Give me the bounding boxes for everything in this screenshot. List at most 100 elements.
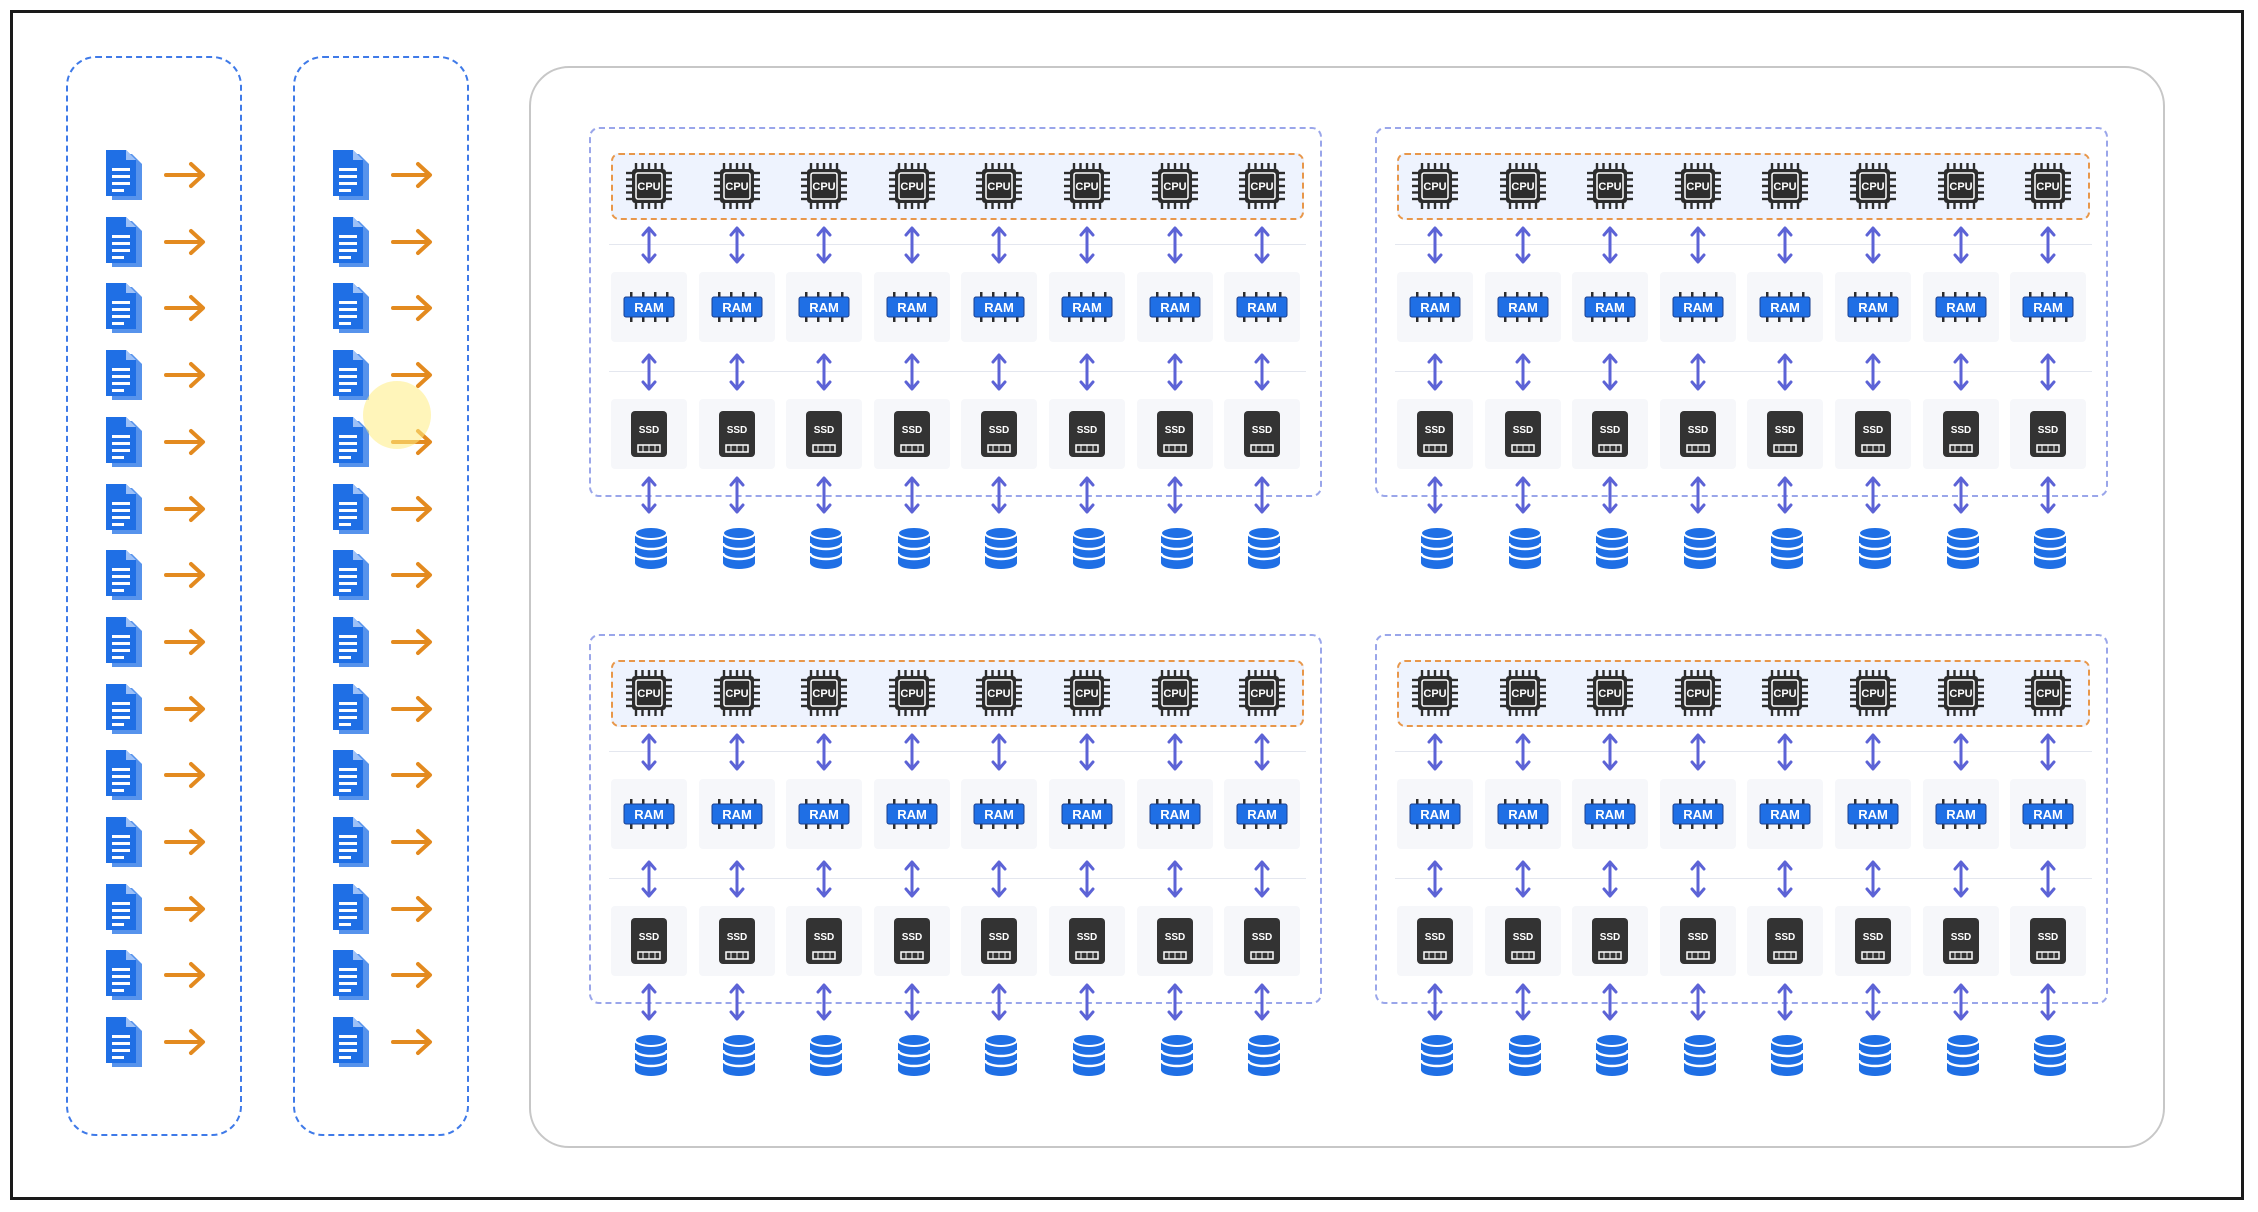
arrow-right-icon: [391, 962, 432, 989]
cpu-label: CPU: [813, 688, 836, 700]
document-icon: [106, 883, 142, 934]
cpu-label: CPU: [1423, 181, 1446, 193]
cpu-chip-icon: CPU: [1674, 163, 1721, 209]
database-icon: [808, 526, 844, 569]
bidirectional-arrow-icon: [991, 353, 1007, 391]
cpu-chip-icon: CPU: [1151, 670, 1198, 716]
ram-module-icon: RAM: [973, 292, 1025, 322]
cpu-chip-icon: CPU: [1850, 670, 1896, 716]
ram-module-icon: RAM: [798, 292, 850, 322]
document-icon: [106, 616, 142, 667]
bidirectional-arrow-icon: [904, 860, 920, 898]
ram-label: RAM: [634, 300, 664, 315]
bidirectional-arrow-icon: [816, 226, 832, 264]
ssd-label: SSD: [989, 425, 1010, 436]
bidirectional-arrow-icon: [1777, 476, 1793, 514]
ssd-drive-icon: SSD: [1156, 411, 1193, 457]
ram-label: RAM: [897, 807, 927, 822]
cpu-chip-icon: CPU: [1499, 670, 1546, 716]
bidirectional-arrow-icon: [1602, 353, 1618, 391]
document-icon: [333, 616, 369, 667]
ram-module-icon: RAM: [1149, 799, 1201, 829]
bidirectional-arrow-icon: [1427, 860, 1443, 898]
queue-item: [325, 215, 435, 271]
ram-label: RAM: [1771, 807, 1801, 822]
bidirectional-arrow-icon: [1427, 226, 1443, 264]
bidirectional-arrow-icon: [641, 476, 657, 514]
ssd-drive-icon: SSD: [1244, 918, 1281, 964]
document-icon: [333, 683, 369, 734]
queue-item: [98, 682, 208, 738]
bidirectional-arrow-icon: [2040, 983, 2056, 1021]
ssd-drive-icon: SSD: [893, 918, 930, 964]
cpu-label: CPU: [637, 688, 660, 700]
ram-label: RAM: [2033, 300, 2063, 315]
ssd-label: SSD: [1600, 932, 1621, 943]
cpu-label: CPU: [1861, 181, 1884, 193]
ram-module-icon: RAM: [886, 799, 938, 829]
bidirectional-arrow-icon: [1079, 983, 1095, 1021]
bidirectional-arrow-icon: [641, 860, 657, 898]
arrow-right-icon: [391, 562, 432, 589]
arrow-right-icon: [164, 295, 205, 322]
database-icon: [808, 1033, 844, 1076]
database-icon: [1682, 526, 1718, 569]
bidirectional-arrow-icon: [1953, 983, 1969, 1021]
database-icon: [1945, 1033, 1980, 1076]
bidirectional-arrow-icon: [1515, 353, 1531, 391]
bidirectional-arrow-icon: [2040, 353, 2056, 391]
ssd-label: SSD: [989, 932, 1010, 943]
ram-label: RAM: [1858, 300, 1888, 315]
cpu-label: CPU: [1949, 688, 1972, 700]
ssd-label: SSD: [1077, 932, 1098, 943]
ssd-drive-icon: SSD: [1767, 411, 1804, 457]
bidirectional-arrow-icon: [1602, 476, 1618, 514]
ssd-drive-icon: SSD: [1942, 918, 1979, 964]
ram-label: RAM: [1595, 807, 1625, 822]
cpu-label: CPU: [2037, 688, 2060, 700]
ssd-label: SSD: [639, 425, 660, 436]
bidirectional-arrow-icon: [1167, 353, 1183, 391]
bidirectional-arrow-icon: [904, 733, 920, 771]
cpu-chip-icon: CPU: [1064, 670, 1110, 716]
cpu-chip-icon: CPU: [1762, 163, 1809, 209]
cpu-chip-icon: CPU: [1587, 670, 1634, 716]
database-icon: [1419, 1033, 1455, 1076]
arrow-right-icon: [164, 628, 205, 655]
ssd-label: SSD: [902, 932, 923, 943]
cpu-label: CPU: [637, 181, 660, 193]
bidirectional-arrow-icon: [1690, 226, 1706, 264]
queue-item: [325, 281, 435, 337]
ssd-drive-icon: SSD: [1504, 411, 1541, 457]
ssd-drive-icon: SSD: [1504, 918, 1541, 964]
bidirectional-arrow-icon: [1953, 733, 1969, 771]
row-divider: [1395, 244, 2092, 245]
bidirectional-arrow-icon: [904, 476, 920, 514]
ssd-label: SSD: [1425, 932, 1446, 943]
cpu-label: CPU: [1423, 688, 1446, 700]
ram-label: RAM: [1160, 807, 1190, 822]
ram-label: RAM: [1508, 300, 1538, 315]
bidirectional-arrow-icon: [991, 983, 1007, 1021]
cpu-label: CPU: [1075, 181, 1098, 193]
ssd-label: SSD: [1512, 425, 1533, 436]
bidirectional-arrow-icon: [729, 226, 745, 264]
queue-item: [98, 815, 208, 871]
cpu-chip-icon: CPU: [1239, 670, 1286, 716]
database-icon: [721, 1033, 756, 1076]
document-icon: [106, 483, 142, 534]
queue-item: [98, 748, 208, 804]
database-icon: [1857, 526, 1893, 569]
bidirectional-arrow-icon: [1515, 476, 1531, 514]
bidirectional-arrow-icon: [904, 983, 920, 1021]
document-icon: [333, 483, 369, 534]
bidirectional-arrow-icon: [1602, 733, 1618, 771]
bidirectional-arrow-icon: [1602, 226, 1618, 264]
database-icon: [1159, 526, 1194, 569]
ram-label: RAM: [634, 807, 664, 822]
document-icon: [333, 817, 369, 867]
ram-module-icon: RAM: [886, 292, 938, 322]
cpu-label: CPU: [1511, 181, 1534, 193]
cpu-chip-icon: CPU: [626, 163, 672, 209]
